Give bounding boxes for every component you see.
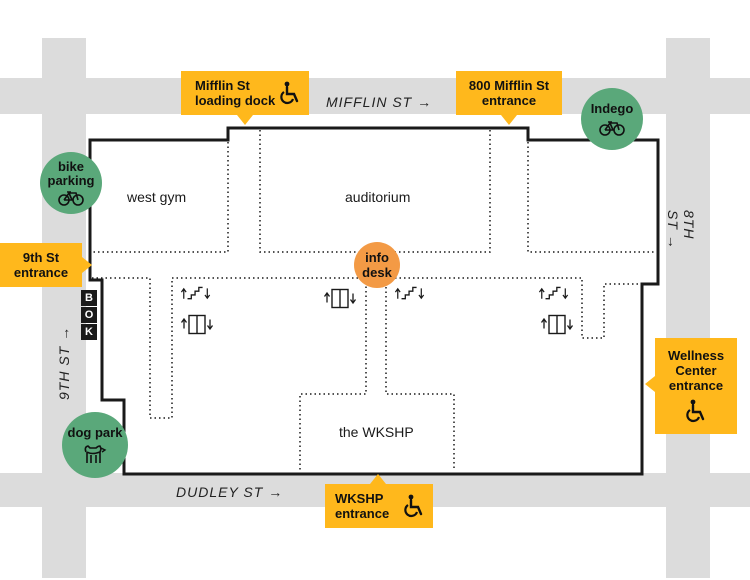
room-auditorium: auditorium bbox=[345, 189, 411, 205]
wheelchair-icon bbox=[404, 494, 423, 518]
callout-line: loading dock bbox=[195, 93, 276, 108]
stairs-icon bbox=[394, 286, 425, 300]
callout-line: 9th St bbox=[22, 250, 60, 265]
info-desk-label-1: info bbox=[365, 250, 389, 265]
callout-pointer bbox=[501, 115, 517, 125]
callout-line: WKSHP bbox=[335, 491, 384, 506]
callout-line: Wellness bbox=[667, 348, 725, 363]
indego-label: Indego bbox=[590, 101, 634, 116]
eighth-street bbox=[666, 38, 710, 578]
bicycle-icon bbox=[599, 121, 625, 136]
stairs-icon bbox=[538, 286, 569, 300]
dog-icon bbox=[84, 444, 107, 463]
room-west-gym: west gym bbox=[127, 189, 187, 205]
mifflin-street-label: MIFFLIN ST → bbox=[326, 94, 432, 110]
ninth-street-label: 9TH ST → bbox=[56, 326, 72, 400]
street-name: MIFFLIN ST bbox=[326, 94, 413, 110]
callout-line: entrance bbox=[335, 506, 390, 521]
callout-line: 800 Mifflin St bbox=[468, 78, 550, 93]
entrance-mifflin-loading-dock[interactable]: Mifflin St loading dock bbox=[181, 71, 309, 125]
dog-park[interactable]: dog park bbox=[62, 412, 128, 478]
dog-park-label: dog park bbox=[67, 424, 123, 440]
info-desk-label-2: desk bbox=[362, 265, 392, 280]
entrance-wkshp[interactable]: WKSHP entrance bbox=[325, 474, 433, 528]
wheelchair-icon bbox=[280, 81, 299, 105]
callout-line: Center bbox=[675, 363, 717, 378]
bok-letter-k: K bbox=[81, 324, 97, 340]
callout-pointer bbox=[370, 474, 386, 484]
street-name: 9TH ST bbox=[56, 345, 72, 400]
elevator-icon bbox=[540, 314, 574, 335]
street-name: DUDLEY ST bbox=[176, 484, 264, 500]
arrow-icon: → bbox=[268, 484, 284, 500]
callout-line: entrance bbox=[481, 93, 537, 108]
building-outline bbox=[88, 126, 660, 476]
bicycle-icon bbox=[58, 191, 84, 206]
bok-letter-b: B bbox=[81, 290, 97, 306]
callout-pointer bbox=[82, 257, 92, 273]
arrow-icon: → bbox=[665, 234, 681, 250]
stairs-icon bbox=[180, 286, 211, 300]
arrow-icon: → bbox=[56, 325, 72, 341]
arrow-icon: → bbox=[417, 94, 433, 110]
bike-parking[interactable]: bike parking bbox=[40, 152, 102, 214]
callout-pointer bbox=[645, 376, 655, 392]
entrance-800-mifflin[interactable]: 800 Mifflin St entrance bbox=[456, 71, 562, 125]
dudley-street-label: DUDLEY ST → bbox=[176, 484, 283, 500]
ninth-street bbox=[42, 38, 86, 578]
indego-bike-share[interactable]: Indego bbox=[581, 88, 643, 150]
wheelchair-icon bbox=[686, 399, 705, 423]
callout-pointer bbox=[237, 115, 253, 125]
callout-line: Mifflin St bbox=[195, 78, 250, 93]
bike-parking-label-1: bike bbox=[57, 159, 84, 174]
room-wkshp: the WKSHP bbox=[339, 424, 414, 440]
entrance-9th-st[interactable]: 9th St entrance bbox=[0, 243, 92, 287]
bok-letter-o: O bbox=[81, 307, 97, 323]
elevator-icon bbox=[323, 288, 357, 309]
entrance-wellness-center[interactable]: Wellness Center entrance bbox=[645, 338, 737, 434]
interior-walls bbox=[92, 130, 656, 470]
info-desk[interactable]: info desk bbox=[354, 242, 400, 288]
callout-line: entrance bbox=[13, 265, 69, 280]
callout-line: entrance bbox=[668, 378, 724, 393]
bike-parking-label-2: parking bbox=[47, 173, 95, 188]
eighth-street-label: 8TH ST → bbox=[665, 210, 697, 263]
elevator-icon bbox=[180, 314, 214, 335]
